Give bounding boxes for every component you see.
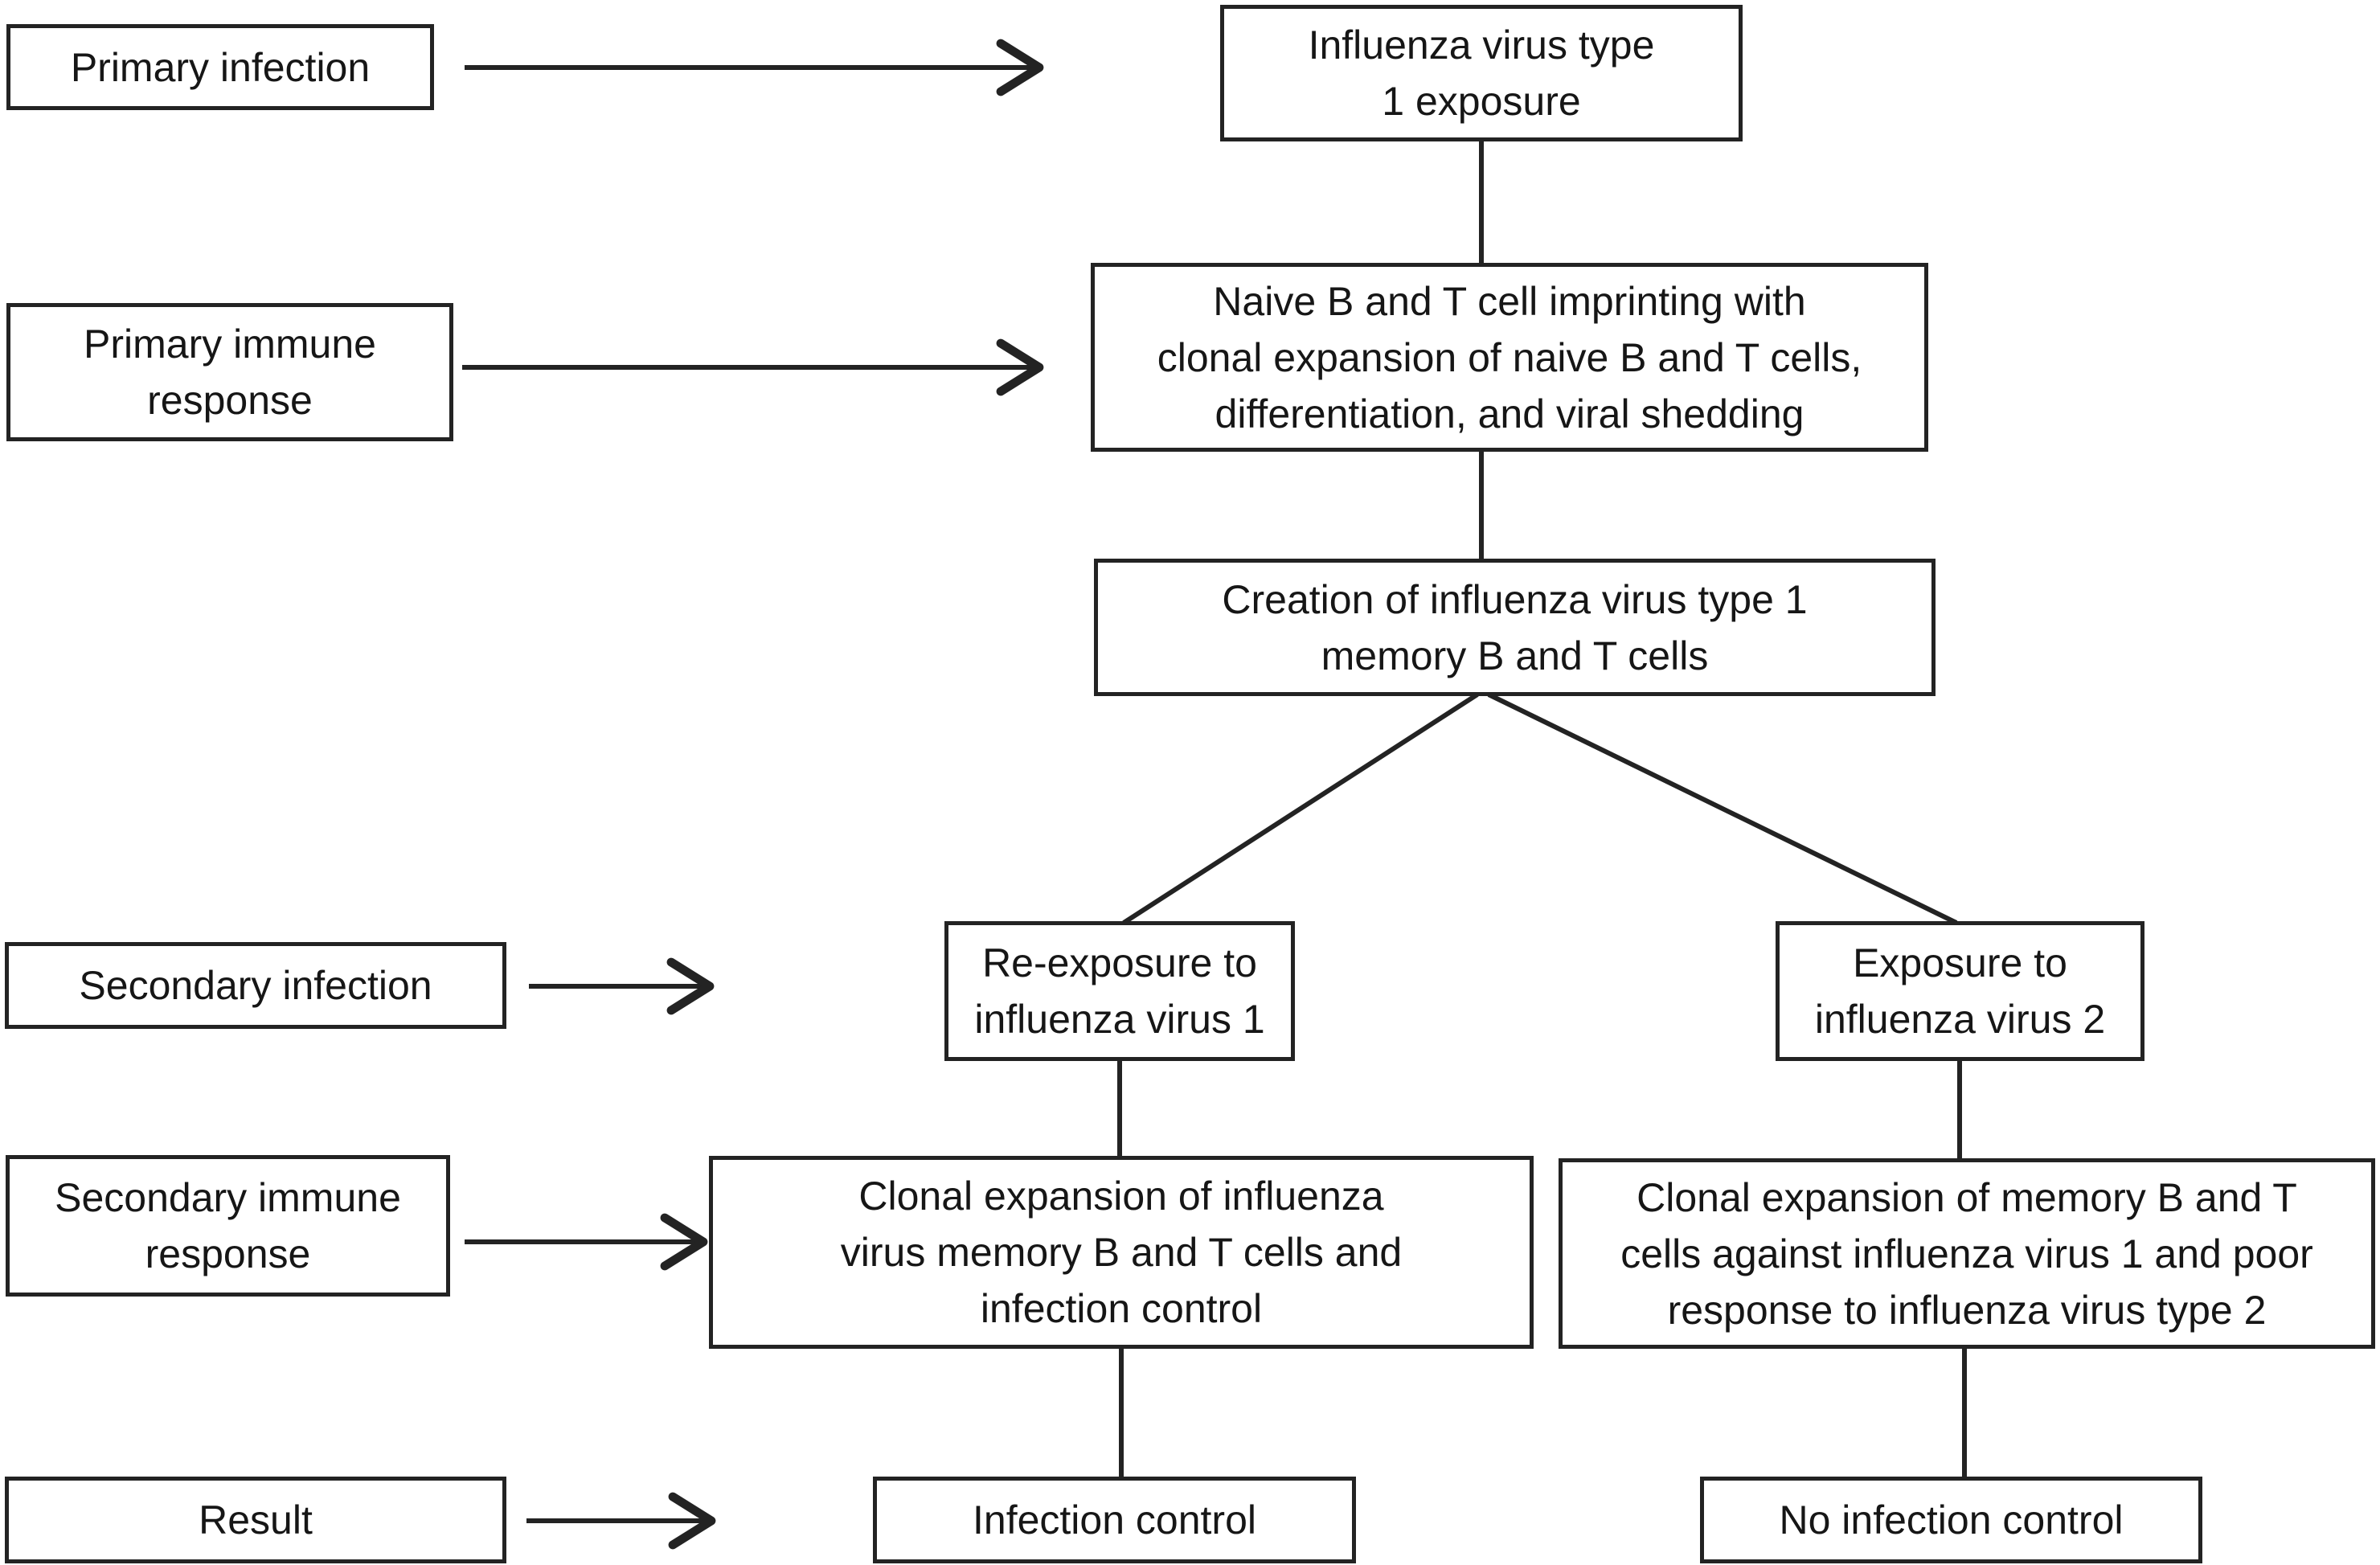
node-infection-control: Infection control — [873, 1477, 1356, 1563]
node-no-infection-control: No infection control — [1700, 1477, 2202, 1563]
label-result: Result — [5, 1477, 506, 1563]
node-exposure-virus2: Exposure to influenza virus 2 — [1776, 921, 2144, 1061]
node-clonal-expansion-poor-response: Clonal expansion of memory B and T cells… — [1559, 1158, 2375, 1349]
node-reexposure-virus1: Re-exposure to influenza virus 1 — [944, 921, 1295, 1061]
connector-memory-to-reexposure — [1122, 692, 1479, 925]
node-memory-cell-creation: Creation of influenza virus type 1 memor… — [1094, 559, 1936, 696]
node-naive-cell-imprinting: Naive B and T cell imprinting with clona… — [1091, 263, 1928, 452]
node-clonal-expansion-infection-control: Clonal expansion of influenza virus memo… — [709, 1156, 1534, 1349]
label-secondary-immune-response: Secondary immune response — [6, 1155, 450, 1297]
label-secondary-infection: Secondary infection — [5, 942, 506, 1029]
label-primary-immune-response: Primary immune response — [6, 303, 453, 441]
label-primary-infection: Primary infection — [6, 24, 434, 110]
node-influenza-type1-exposure: Influenza virus type 1 exposure — [1220, 5, 1743, 141]
connector-memory-to-exposure2 — [1487, 692, 1958, 925]
